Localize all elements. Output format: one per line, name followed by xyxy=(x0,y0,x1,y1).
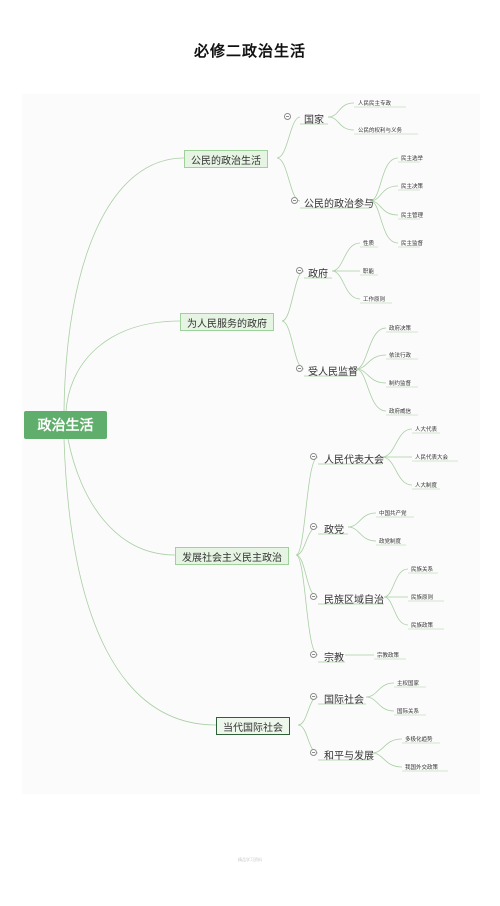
leaf-node[interactable]: 依法行政 xyxy=(389,353,412,359)
connector-b2-c1 xyxy=(281,270,305,322)
leaf-node[interactable]: 我国外交政策 xyxy=(405,765,439,771)
collapse-toggle-icon[interactable] xyxy=(310,453,317,460)
leaf-node[interactable]: 政府威信 xyxy=(389,409,412,415)
topic-node[interactable]: 和平与发展 xyxy=(324,751,374,762)
connector-b3-c3 xyxy=(295,554,319,598)
leaf-node[interactable]: 政党制度 xyxy=(379,539,402,545)
collapse-toggle-icon[interactable] xyxy=(296,267,303,274)
connector-root-b3 xyxy=(67,438,176,556)
connector-root-b1 xyxy=(63,157,185,412)
leaf-node[interactable]: 民族关系 xyxy=(411,567,434,573)
connector-b1-c1 xyxy=(276,116,301,159)
leaf-node[interactable]: 多极化趋势 xyxy=(405,737,433,743)
leaf-node[interactable]: 中国共产党 xyxy=(379,511,407,517)
topic-node[interactable]: 政党 xyxy=(324,525,344,536)
leaf-node[interactable]: 人民民主专政 xyxy=(358,101,392,107)
leaf-node[interactable]: 民族原则 xyxy=(411,595,434,601)
leaf-node[interactable]: 民主管理 xyxy=(401,213,424,219)
leaf-node[interactable]: 工作原则 xyxy=(363,297,386,303)
branch-node-democracy[interactable]: 发展社会主义民主政治 xyxy=(175,547,289,565)
collapse-toggle-icon[interactable] xyxy=(296,365,303,372)
topic-node[interactable]: 政府 xyxy=(308,269,328,280)
leaf-node[interactable]: 人大代表 xyxy=(415,427,438,433)
branch-node-government[interactable]: 为人民服务的政府 xyxy=(180,313,274,331)
connector-b2-c2 xyxy=(281,320,305,370)
leaf-node[interactable]: 主权国家 xyxy=(397,681,420,687)
connector-b3-c4 xyxy=(295,554,319,656)
collapse-toggle-icon[interactable] xyxy=(310,651,317,658)
branch-node-international[interactable]: 当代国际社会 xyxy=(216,717,290,735)
leaf-node[interactable]: 政府决策 xyxy=(389,326,412,332)
collapse-toggle-icon[interactable] xyxy=(310,523,317,530)
connector-b3-c1 xyxy=(295,456,319,556)
leaf-node[interactable]: 民主决策 xyxy=(401,184,424,190)
leaf-node[interactable]: 民主监督 xyxy=(401,241,424,247)
leaf-node[interactable]: 宗教政策 xyxy=(377,653,400,659)
collapse-toggle-icon[interactable] xyxy=(310,693,317,700)
mindmap-canvas xyxy=(22,94,480,794)
leaf-node[interactable]: 民主选举 xyxy=(401,156,424,162)
leaf-node[interactable]: 公民的权利与义务 xyxy=(358,128,403,134)
leaf-node[interactable]: 国际关系 xyxy=(397,709,420,715)
topic-node[interactable]: 受人民监督 xyxy=(308,367,358,378)
leaf-node[interactable]: 制约监督 xyxy=(389,381,412,387)
connector-root-b4 xyxy=(63,438,217,726)
topic-node[interactable]: 国家 xyxy=(304,115,324,126)
leaf-node[interactable]: 人大制度 xyxy=(415,483,438,489)
leaf-node[interactable]: 人民代表大会 xyxy=(415,455,449,461)
topic-node[interactable]: 人民代表大会 xyxy=(324,455,384,466)
connector-root-b2 xyxy=(65,320,181,412)
topic-node[interactable]: 宗教 xyxy=(324,653,344,664)
connector-b1-c2 xyxy=(276,157,301,202)
root-node[interactable]: 政治生活 xyxy=(24,411,107,439)
leaf-node[interactable]: 民族政策 xyxy=(411,623,434,629)
collapse-toggle-icon[interactable] xyxy=(310,593,317,600)
topic-node[interactable]: 民族区域自治 xyxy=(324,595,384,606)
page-title: 必修二政治生活 xyxy=(193,42,306,60)
branch-node-civic-life[interactable]: 公民的政治生活 xyxy=(184,150,268,168)
leaf-node[interactable]: 职能 xyxy=(363,269,375,275)
topic-node[interactable]: 国际社会 xyxy=(324,695,364,706)
topic-node[interactable]: 公民的政治参与 xyxy=(304,199,374,210)
page-footer: 精品学习资料 xyxy=(238,857,262,862)
collapse-toggle-icon[interactable] xyxy=(291,197,298,204)
connector-b4-c1 xyxy=(297,696,319,726)
leaf-node[interactable]: 性质 xyxy=(363,241,375,247)
collapse-toggle-icon[interactable] xyxy=(284,113,291,120)
collapse-toggle-icon[interactable] xyxy=(310,749,317,756)
